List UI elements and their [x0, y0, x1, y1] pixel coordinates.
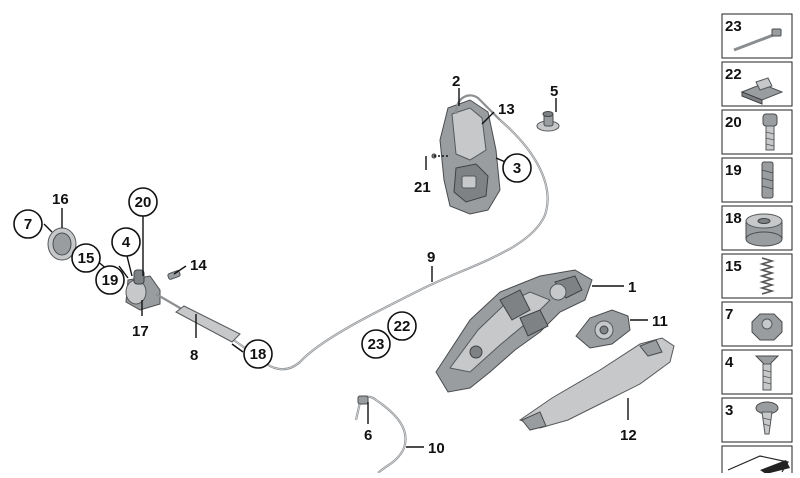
callout-4: 4: [122, 234, 131, 251]
callout-19-circle: [95, 265, 125, 295]
screw-5: [536, 111, 560, 132]
callout-16: 16: [52, 191, 69, 208]
door-handle: [518, 337, 675, 431]
callout-4-circle: [111, 227, 141, 257]
svg-text:4: 4: [725, 354, 734, 371]
legend-item-23: 23: [721, 13, 793, 59]
svg-text:22: 22: [725, 66, 742, 83]
callout-10: 10: [428, 440, 445, 457]
callout-11: 11: [652, 313, 668, 330]
legend-item-22: 22: [721, 61, 793, 107]
callout-3: 3: [513, 160, 521, 177]
torx-screw-icon: [755, 401, 779, 435]
legend-item-20: 20: [721, 109, 793, 155]
leader-lines: [43, 88, 648, 448]
legend-item-15: 15: [721, 253, 793, 299]
callout-9: 9: [427, 249, 435, 266]
callout-15-circle: [71, 243, 101, 273]
handle-carrier: [435, 269, 593, 393]
callout-12: 12: [620, 427, 637, 444]
callout-labels: 1 2 3 4 5 6 7 8 9 10 11 12 13 14 15 16 1…: [13, 73, 668, 457]
legend-item-18: 18: [721, 205, 793, 251]
parts-legend: 23 22 20: [721, 13, 793, 477]
spring-icon: [759, 257, 775, 295]
callout-22: 22: [394, 318, 411, 335]
cylinder-assembly: [47, 227, 241, 343]
legend-item-gasket: [721, 445, 793, 477]
lock-cover: [575, 309, 631, 349]
callout-3-circle: [502, 153, 532, 183]
callout-23: 23: [368, 336, 385, 353]
callout-20-circle: [128, 187, 158, 217]
callout-2: 2: [452, 73, 460, 90]
callout-17: 17: [132, 323, 149, 340]
legend-item-19: 19: [721, 157, 793, 203]
svg-text:7: 7: [725, 306, 733, 323]
callout-18: 18: [250, 346, 267, 363]
lock-actuator: [431, 94, 501, 215]
callout-1: 1: [628, 279, 636, 296]
callout-23-circle: [361, 329, 391, 359]
callout-6: 6: [364, 427, 372, 444]
callout-18-circle: [243, 339, 273, 369]
cable-tie-icon: [733, 28, 782, 52]
callout-7-circle: [13, 209, 43, 239]
callout-15: 15: [78, 250, 95, 267]
callout-8: 8: [190, 347, 198, 364]
svg-text:3: 3: [725, 402, 733, 419]
svg-text:19: 19: [725, 162, 742, 179]
svg-text:18: 18: [725, 210, 742, 227]
callout-22-circle: [387, 311, 417, 341]
svg-text:20: 20: [725, 114, 742, 131]
gasket-icon: [727, 455, 790, 474]
callout-14: 14: [190, 257, 207, 274]
callout-19: 19: [102, 272, 119, 289]
pad-icon: [740, 77, 784, 105]
callout-13: 13: [498, 101, 515, 118]
cable-part-6-10: [354, 395, 407, 474]
allen-screw-icon: [762, 113, 778, 151]
countersunk-screw-icon: [754, 355, 780, 391]
hex-nut-icon: [751, 313, 783, 341]
legend-item-4: 4: [721, 349, 793, 395]
callout-20: 20: [135, 194, 152, 211]
callout-5: 5: [550, 83, 558, 100]
svg-text:15: 15: [725, 258, 742, 275]
callout-7: 7: [24, 216, 32, 233]
callout-21: 21: [414, 179, 431, 196]
bowden-cable: [227, 119, 549, 371]
grub-screw-icon: [761, 161, 774, 199]
bushing-icon: [745, 213, 783, 247]
legend-item-7: 7: [721, 301, 793, 347]
legend-item-3: 3: [721, 397, 793, 443]
svg-text:23: 23: [725, 18, 742, 35]
